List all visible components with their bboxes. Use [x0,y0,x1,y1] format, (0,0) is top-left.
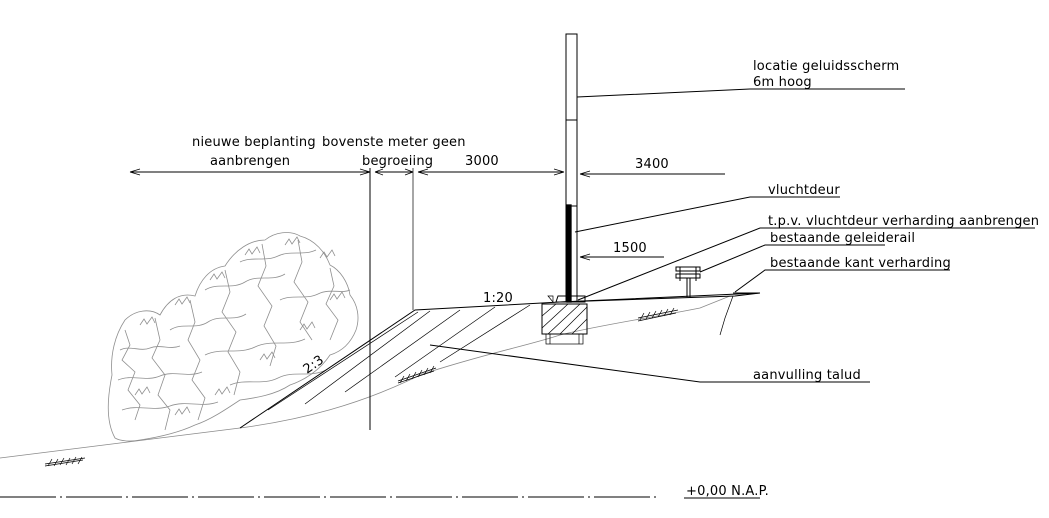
shrub-planting [107,232,359,442]
label-new-planting-2: aanbrengen [210,154,290,169]
dimension-1500: 1500 [613,241,647,256]
label-existing-pavement-edge: bestaande kant verharding [770,256,951,271]
noise-screen [547,33,586,303]
label-paving-at-door: t.p.v. vluchtdeur verharding aanbrengen [768,214,1039,229]
dimension-3000: 3000 [465,154,499,169]
existing-ground-line [0,295,731,459]
pavement-edge-slope [719,295,734,336]
leader-lines [429,88,1035,383]
dimension-3400: 3400 [635,157,669,172]
label-screen-height: 6m hoog [753,75,812,90]
label-top-meter: bovenste meter geen [322,135,466,150]
label-datum: +0,00 N.A.P. [686,484,769,499]
guardrail-icon [675,266,701,297]
label-top-meter-2: begroeiing [362,154,433,169]
ground-hatch-left [44,456,86,467]
label-new-planting: nieuwe beplanting [192,135,316,150]
foundation-block [541,303,588,345]
label-slope-top: 1:20 [483,291,513,306]
embankment-hatching [267,304,531,411]
label-screen-location: locatie geluidsscherm [753,59,899,74]
pavement-surface [559,292,761,303]
label-embankment-fill: aanvulling talud [753,368,861,383]
dimension-lines [129,168,725,430]
label-existing-guardrail: bestaande geleiderail [770,231,915,246]
ground-hatch-middle [397,365,437,384]
ground-hatch-right [637,307,679,322]
label-escape-door: vluchtdeur [768,183,840,198]
